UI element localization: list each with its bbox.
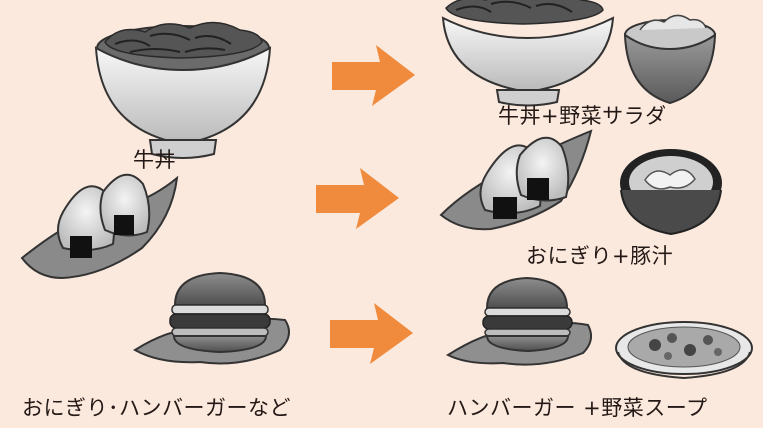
caption-onigiri-hamburger: おにぎり･ハンバーガーなど [22, 396, 291, 420]
arrow-right-icon [332, 45, 415, 106]
gyudon-bowl-icon [441, 0, 615, 107]
caption-hamburger-soup: ハンバーガー +野菜スープ [447, 396, 708, 420]
salad-bowl-icon [623, 14, 717, 105]
caption-onigiri-tonjiru: おにぎり+豚汁 [526, 244, 674, 268]
gyudon-bowl-icon [94, 21, 272, 159]
caption-gyudon-salad: 牛丼+野菜サラダ [498, 104, 667, 128]
onigiri-icon [439, 129, 593, 231]
tonjiru-bowl-icon [620, 149, 722, 236]
soup-plate-icon [615, 321, 753, 380]
arrow-right-icon [330, 303, 413, 364]
hamburger-icon [133, 271, 290, 365]
hamburger-icon [445, 276, 593, 366]
arrow-right-icon [316, 168, 399, 229]
onigiri-icon [20, 173, 179, 280]
caption-gyudon: 牛丼 [133, 148, 176, 172]
